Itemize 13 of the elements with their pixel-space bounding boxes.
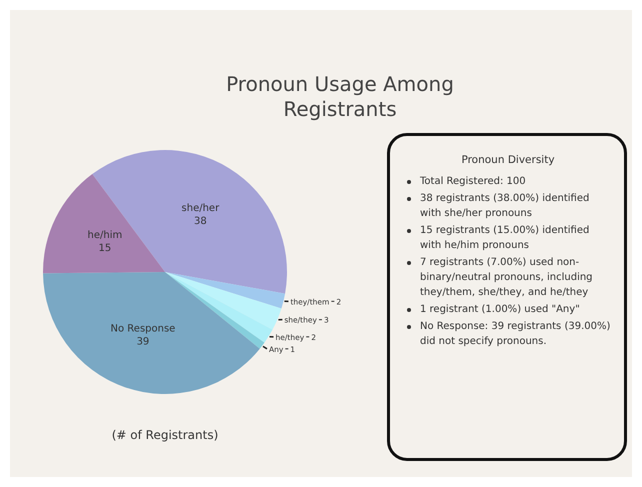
slice-label: she/her 38	[182, 202, 220, 227]
bullet-item: Total Registered: 100	[420, 175, 526, 189]
bullet-item: No Response: 39 registrants (39.00%) did not specify pronouns.	[420, 320, 612, 349]
bullet-item: 1 registrant (1.00%) used "Any"	[420, 303, 580, 317]
bullet-item: 15 registrants (15.00%) identified with he/him pronouns	[420, 224, 590, 253]
bullet-item: 7 registrants (7.00%) used non-binary/neutral pronouns, including they/them, she/they, and he/they	[420, 256, 594, 300]
panel-heading: Pronoun Diversity	[460, 154, 556, 166]
bullet-item: 38 registrants (38.00%) identified with she/her pronouns	[420, 192, 590, 221]
info-panel	[387, 133, 627, 461]
chart-title: Pronoun Usage Among Registrants	[225, 72, 455, 122]
axis-label: (# of Registrants)	[110, 428, 220, 442]
slice-label: No Response 39	[110, 323, 176, 348]
slice-label: he/him 15	[88, 230, 122, 254]
